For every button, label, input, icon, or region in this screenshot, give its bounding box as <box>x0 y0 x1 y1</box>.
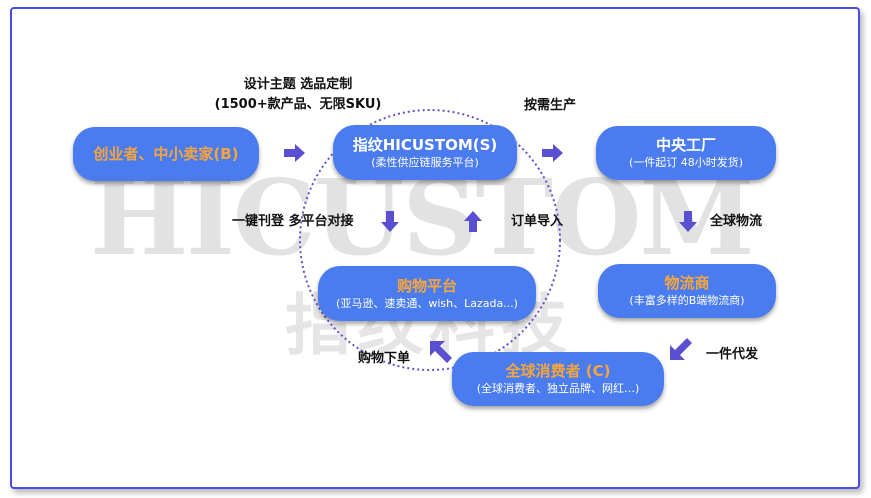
label-dropship: 一件代发 <box>706 347 759 362</box>
arrow-icon <box>542 144 563 162</box>
node-logistics-title: 物流商 <box>664 274 710 292</box>
node-consumer-title: 全球消费者 (C) <box>505 362 611 380</box>
arrow-icon <box>284 144 305 162</box>
node-hicustom-title: 指纹HICUSTOM(S) <box>352 135 498 154</box>
node-entrepreneur: 创业者、中小卖家(B) <box>73 127 259 181</box>
arrow-icon <box>430 341 452 363</box>
arrow-icon <box>464 211 482 232</box>
label-purchase: 购物下单 <box>358 351 411 366</box>
arrow-icon <box>381 211 399 232</box>
arrow-icon <box>670 338 692 360</box>
node-hicustom: 指纹HICUSTOM(S) (柔性供应链服务平台) <box>333 125 517 180</box>
node-consumer-subtitle: (全球消费者、独立品牌、网红…) <box>476 382 640 395</box>
node-hicustom-subtitle: (柔性供应链服务平台) <box>371 155 479 169</box>
node-consumer: 全球消费者 (C) (全球消费者、独立品牌、网红…) <box>452 352 664 406</box>
label-design-line1: 设计主题 选品定制 <box>243 77 353 92</box>
node-factory-title: 中央工厂 <box>655 136 716 154</box>
node-logistics: 物流商 (丰富多样的B端物流商) <box>598 264 776 318</box>
node-platform-subtitle: (亚马逊、速卖通、wish、Lazada...) <box>336 296 518 310</box>
label-order-import: 订单导入 <box>511 214 564 229</box>
node-platform: 购物平台 (亚马逊、速卖通、wish、Lazada...) <box>318 266 536 321</box>
node-factory-subtitle: (一件起订 48小时发货) <box>628 156 744 169</box>
label-global-logistics: 全球物流 <box>710 214 763 229</box>
node-factory: 中央工厂 (一件起订 48小时发货) <box>596 126 776 180</box>
node-platform-title: 购物平台 <box>396 276 457 295</box>
label-listing: 一键刊登 多平台对接 <box>232 214 354 229</box>
node-logistics-subtitle: (丰富多样的B端物流商) <box>629 294 745 307</box>
arrow-icon <box>679 211 697 232</box>
node-entrepreneur-title: 创业者、中小卖家(B) <box>93 145 239 163</box>
label-design-line2: (1500+款产品、无限SKU) <box>214 97 382 112</box>
label-on-demand: 按需生产 <box>524 98 577 113</box>
diagram-frame <box>10 7 860 489</box>
